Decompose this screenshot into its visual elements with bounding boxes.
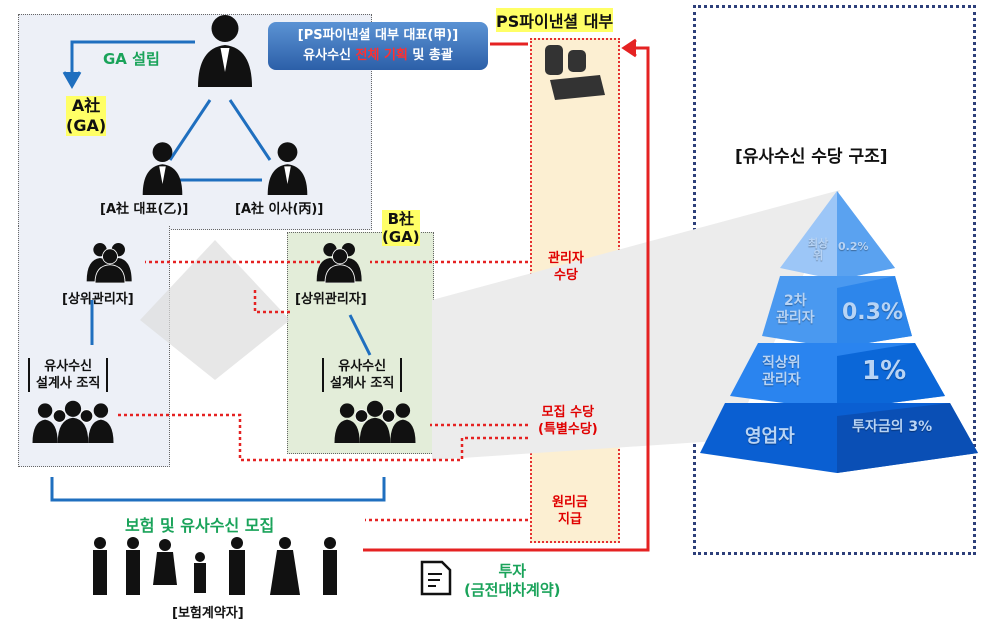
ceo-person-icon xyxy=(195,12,255,87)
text: (특별수당) xyxy=(538,422,598,437)
a-company-label: A社(GA) xyxy=(66,96,107,136)
a-director-label: [A社 이사(丙)] xyxy=(235,202,324,217)
policyholders-icon xyxy=(93,537,337,595)
b-company-label: B社(GA) xyxy=(382,210,420,246)
ceo-title: [PS파이낸셜 대부 대표(甲)] xyxy=(297,28,459,43)
invest-label: 투자(금전대차계약) xyxy=(464,562,561,600)
pyramid-title: [유사수신 수당 구조] xyxy=(735,147,888,167)
text: 설계사 조직 xyxy=(36,376,101,391)
level3-rate: 1% xyxy=(862,356,907,386)
text: 유사수신 xyxy=(338,359,387,374)
text: B社 xyxy=(387,210,415,228)
contract-document-icon xyxy=(420,560,452,596)
text: 설계사 조직 xyxy=(330,376,395,391)
recruit-fee-label: 모집 수당 (특별수당) xyxy=(538,404,598,438)
ceo-title-box: [PS파이낸셜 대부 대표(甲)] 유사수신 전체 기획 및 총괄 xyxy=(268,22,488,70)
text: (GA) xyxy=(382,228,420,246)
ps-label: PS파이낸셜 대부 xyxy=(496,8,614,32)
upper-manager-right-label: [상위관리자] xyxy=(295,292,367,307)
text: 관리자 xyxy=(776,310,815,326)
level4-name: 영업자 xyxy=(745,426,795,447)
level1-rate: 0.2% xyxy=(838,240,869,253)
text: A社 xyxy=(71,96,101,115)
a-rep-label: [A社 대표(乙)] xyxy=(100,202,189,217)
text: 유사수신 xyxy=(303,48,356,63)
upper-manager-right-icon xyxy=(315,238,365,283)
text: 지급 xyxy=(557,512,582,527)
text: 유사수신 xyxy=(44,359,93,374)
text: 직상위 xyxy=(762,355,801,371)
text: 2차 xyxy=(784,293,807,309)
a-rep-person-icon xyxy=(140,140,185,195)
a-director-person-icon xyxy=(265,140,310,195)
ga-setup-label: GA 설립 xyxy=(103,50,160,68)
org-left-crowd-icon xyxy=(28,398,118,443)
policyholders-label: [보험계약자] xyxy=(172,606,244,621)
upper-manager-left-icon xyxy=(85,238,135,283)
text: 투자 xyxy=(498,562,527,580)
recruit-title: 보험 및 유사수신 모집 xyxy=(125,516,275,535)
text: 모집 수당 xyxy=(541,405,595,420)
text: (GA) xyxy=(66,116,107,135)
level2-rate: 0.3% xyxy=(842,300,904,325)
highlight-text: 전체 기획 xyxy=(355,48,408,63)
upper-manager-left-label: [상위관리자] xyxy=(62,292,134,307)
text: 원리금 xyxy=(552,495,588,510)
text: 관리자 xyxy=(548,251,584,266)
text: 수당 xyxy=(553,268,578,283)
text: 최상 xyxy=(808,237,829,250)
org-right-crowd-icon xyxy=(330,398,420,443)
text: 관리자 xyxy=(762,372,801,388)
text: 및 총괄 xyxy=(407,48,453,63)
level4-rate: 투자금의 3% xyxy=(852,419,933,435)
pyramid-chart xyxy=(700,191,978,473)
text: (금전대차계약) xyxy=(464,581,561,599)
watermark-logo-icon xyxy=(140,240,290,380)
text: 위 xyxy=(813,249,824,262)
money-icon xyxy=(545,45,605,100)
